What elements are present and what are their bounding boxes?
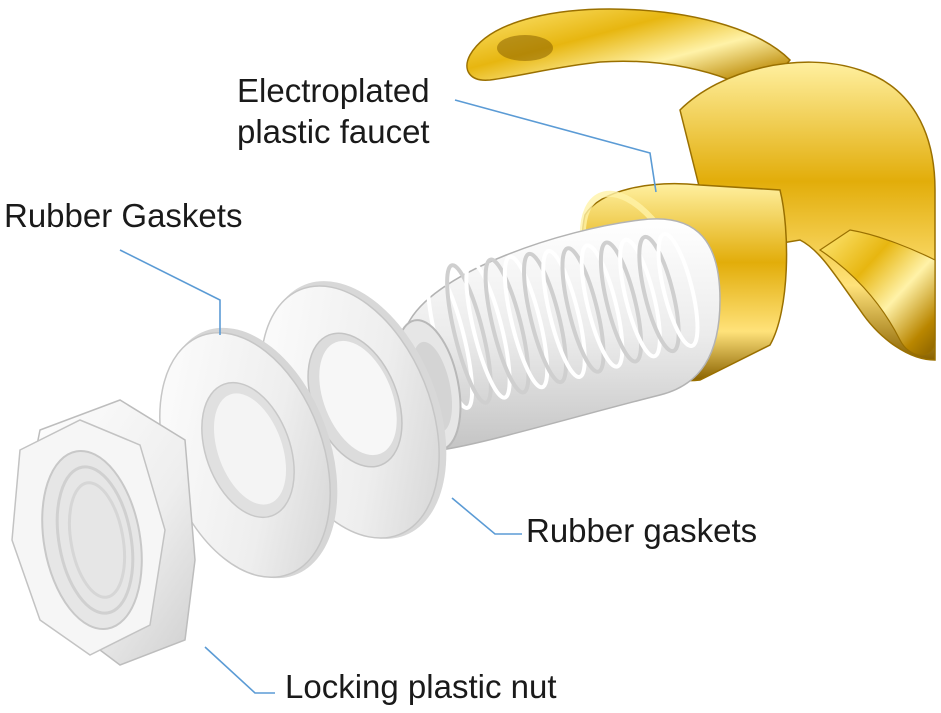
shank-thread-ridge bbox=[502, 254, 550, 390]
shank-thread-ridge bbox=[560, 246, 606, 374]
shank-thread-ridge bbox=[637, 234, 681, 354]
label-faucet-line1: Electroplated bbox=[237, 72, 430, 109]
shank-thread-ridge bbox=[618, 237, 662, 359]
shank-thread-ridge bbox=[445, 263, 493, 405]
faucet-handle-hole bbox=[497, 35, 553, 61]
shank-thread-ridge bbox=[464, 260, 512, 400]
gasket-front-illustration bbox=[159, 327, 338, 579]
shank-thread-ridge bbox=[522, 251, 568, 385]
leader-line-gaskets-upper bbox=[119, 249, 221, 335]
hex-nut-illustration bbox=[11, 399, 196, 666]
label-rubber-gaskets-lower: Rubber gaskets bbox=[526, 512, 758, 549]
shank-thread-ridge bbox=[579, 243, 625, 369]
shank-thread-ridge bbox=[656, 232, 700, 348]
leader-lines bbox=[119, 99, 657, 694]
label-rubber-gaskets-upper: Rubber Gaskets bbox=[4, 197, 243, 234]
leader-line-nut bbox=[204, 646, 275, 694]
leader-line-gaskets-lower bbox=[451, 497, 522, 535]
leader-line-faucet bbox=[454, 99, 657, 193]
label-faucet-line2: plastic faucet bbox=[237, 113, 430, 150]
shank-thread-ridge bbox=[483, 257, 531, 395]
shank-threads bbox=[425, 232, 700, 410]
shank-thread-ridge bbox=[541, 249, 587, 379]
shank-thread-ridge bbox=[598, 240, 644, 364]
faucet-spout bbox=[818, 229, 936, 356]
label-locking-nut: Locking plastic nut bbox=[285, 668, 557, 705]
